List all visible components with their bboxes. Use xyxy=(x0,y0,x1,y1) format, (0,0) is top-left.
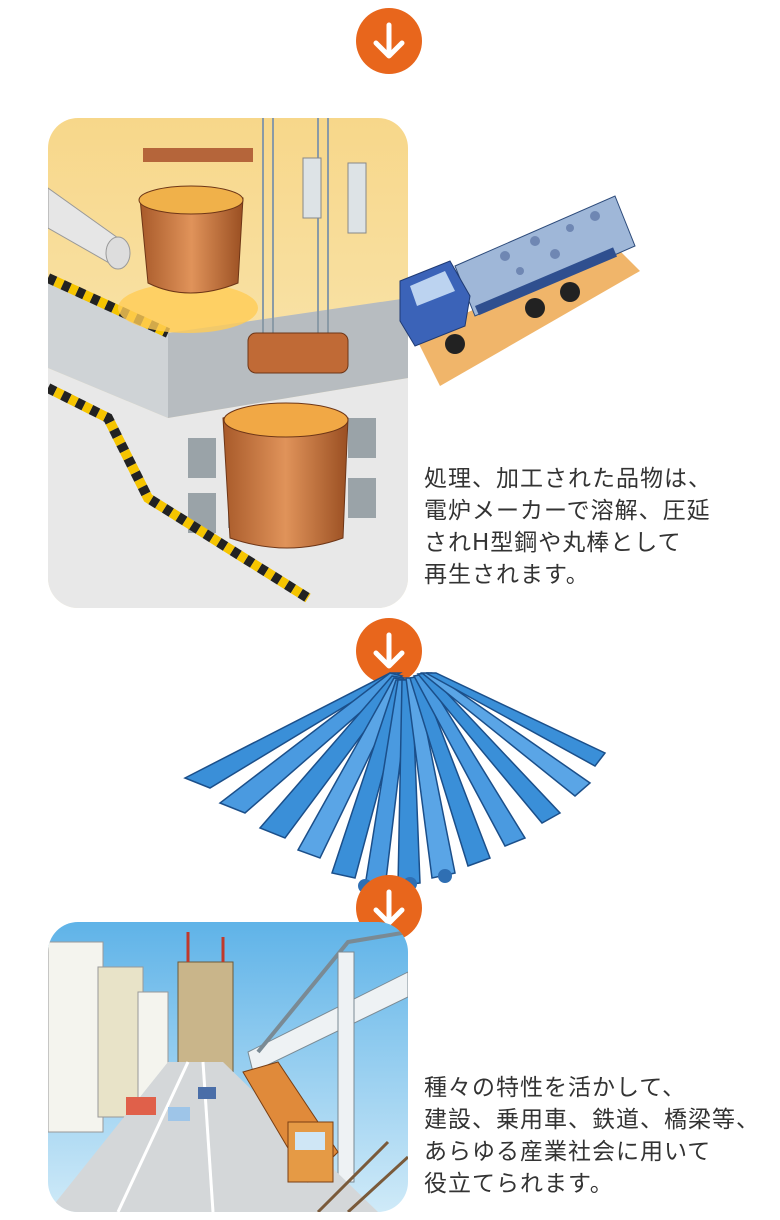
step-arrow-1 xyxy=(356,8,422,74)
arrow-down-icon xyxy=(373,22,405,59)
arrow-down-icon xyxy=(373,889,405,926)
furnace-illustration xyxy=(48,118,408,608)
steel-products-illustration xyxy=(170,668,610,893)
city-caption: 種々の特性を活かして、 建設、乗用車、鉄道、橋梁等、 あらゆる産業社会に用いて … xyxy=(424,1075,760,1197)
arrow-down-icon xyxy=(373,632,405,669)
city-illustration xyxy=(48,922,408,1212)
scrap-truck-illustration xyxy=(395,186,645,391)
furnace-caption: 処理、加工された品物は、 電炉メーカーで溶解、圧延 されH型鋼や丸棒として 再生… xyxy=(424,466,712,588)
